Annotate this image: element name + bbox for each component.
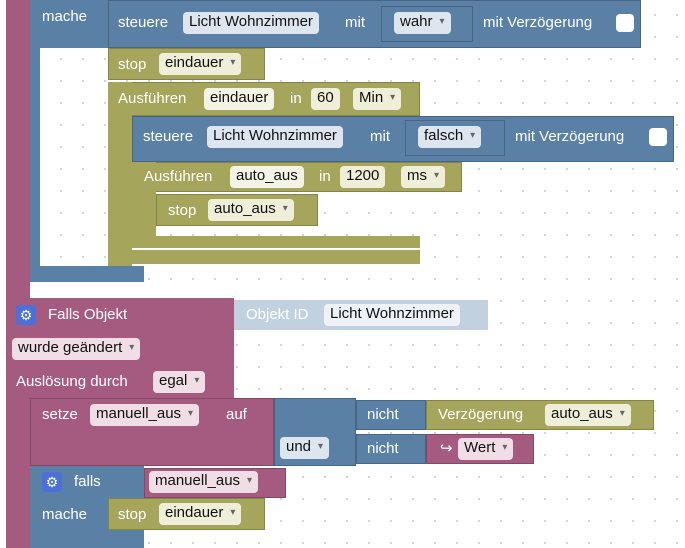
mache-block-spine: [30, 0, 40, 282]
dropdown-arrow-icon: ▾: [318, 441, 324, 452]
gear-icon[interactable]: ⚙: [42, 472, 62, 492]
dropdown-arrow-icon: ▾: [390, 92, 396, 103]
steuere-label-1: steuere: [118, 14, 169, 31]
dropdown-arrow-icon: ▾: [439, 16, 445, 27]
return-arrow-icon: ↪: [440, 440, 453, 457]
delay-label-2: mit Verzögerung: [515, 128, 625, 145]
dropdown-arrow-icon: ▾: [188, 408, 194, 419]
stop-label-2: stop: [168, 202, 197, 219]
dropdown-arrow-icon: ▾: [282, 203, 288, 214]
ausfuehren-block-2-bottom: [132, 236, 420, 248]
stop-label-1: stop: [118, 56, 147, 73]
dropdown-arrow-icon: ▾: [619, 408, 625, 419]
falls-var-dropdown[interactable]: manuell_aus▾: [149, 471, 259, 493]
ausfuehren-block-1-bottom: [108, 250, 420, 264]
ausloesung-label: Auslösung durch: [16, 373, 128, 390]
nicht-block-1[interactable]: [356, 400, 426, 430]
ausfuehren-amount-1[interactable]: 60: [311, 88, 340, 110]
ausfuehren-label-2: Ausführen: [144, 168, 213, 185]
wert-dropdown[interactable]: Wert▾: [458, 438, 514, 460]
verzoegerung-label: Verzögerung: [438, 406, 524, 423]
stop-var-3[interactable]: eindauer▾: [159, 503, 242, 525]
dropdown-arrow-icon: ▾: [470, 130, 476, 141]
value-dropdown-1[interactable]: wahr▾: [394, 12, 451, 34]
dropdown-arrow-icon: ▾: [194, 375, 200, 386]
stop-label-3: stop: [118, 506, 147, 523]
dropdown-arrow-icon: ▾: [433, 170, 439, 181]
ausfuehren-block-2-spine: [132, 162, 156, 248]
outer-event-block-left-bar: [6, 0, 30, 298]
steuere-mit-2: mit: [370, 128, 390, 145]
checkbox-icon[interactable]: [616, 14, 634, 32]
ausfuehren-in-1: in: [290, 90, 302, 107]
checkbox-icon[interactable]: [649, 128, 667, 146]
falls-label: falls: [74, 473, 101, 490]
verzoegerung-var-dropdown[interactable]: auto_aus▾: [545, 404, 631, 426]
objekt-id-value[interactable]: Licht Wohnzimmer: [324, 304, 460, 326]
steuere-object-2[interactable]: Licht Wohnzimmer: [207, 126, 343, 148]
ausfuehren-unit-1[interactable]: Min▾: [353, 88, 402, 110]
objekt-id-label: Objekt ID: [246, 306, 309, 323]
falls-objekt-block-spine: [6, 398, 30, 548]
ausfuehren-amount-2[interactable]: 1200: [340, 166, 386, 188]
nicht-block-2[interactable]: [356, 434, 426, 464]
ausfuehren-block-1-spine: [108, 82, 132, 266]
stop-var-1[interactable]: eindauer▾: [159, 53, 242, 75]
setze-var-dropdown[interactable]: manuell_aus▾: [90, 404, 200, 426]
nicht-label-1: nicht: [367, 406, 399, 423]
stop-var-2[interactable]: auto_aus▾: [208, 199, 294, 221]
mache-block-bottom: [30, 266, 144, 282]
value-dropdown-2[interactable]: falsch▾: [418, 126, 482, 148]
mache-label: mache: [42, 8, 88, 25]
ausfuehren-unit-2[interactable]: ms▾: [401, 166, 445, 188]
ausfuehren-in-2: in: [319, 168, 331, 185]
ausfuehren-label-1: Ausführen: [118, 90, 187, 107]
delay-label-1: mit Verzögerung: [483, 14, 593, 31]
changed-dropdown[interactable]: wurde geändert▾: [12, 338, 141, 360]
ausloesung-dropdown[interactable]: egal▾: [153, 371, 206, 393]
und-dropdown[interactable]: und▾: [280, 437, 330, 459]
mache-label-2: mache: [42, 506, 88, 523]
dropdown-arrow-icon: ▾: [230, 507, 236, 518]
ausfuehren-var-1[interactable]: eindauer: [204, 88, 275, 110]
steuere-object-1[interactable]: Licht Wohnzimmer: [183, 12, 319, 34]
gear-icon[interactable]: ⚙: [16, 305, 36, 325]
mache-block-left: [30, 0, 108, 48]
dropdown-arrow-icon: ▾: [502, 442, 508, 453]
dropdown-arrow-icon: ▾: [129, 342, 135, 353]
setze-auf: auf: [226, 406, 247, 423]
setze-label: setze: [42, 406, 78, 423]
steuere-mit-1: mit: [345, 14, 365, 31]
nicht-label-2: nicht: [367, 440, 399, 457]
falls-objekt-label: Falls Objekt: [48, 306, 128, 323]
dropdown-arrow-icon: ▾: [230, 57, 236, 68]
dropdown-arrow-icon: ▾: [247, 475, 253, 486]
ausfuehren-var-2[interactable]: auto_aus: [230, 166, 304, 188]
steuere-label-2: steuere: [143, 128, 194, 145]
